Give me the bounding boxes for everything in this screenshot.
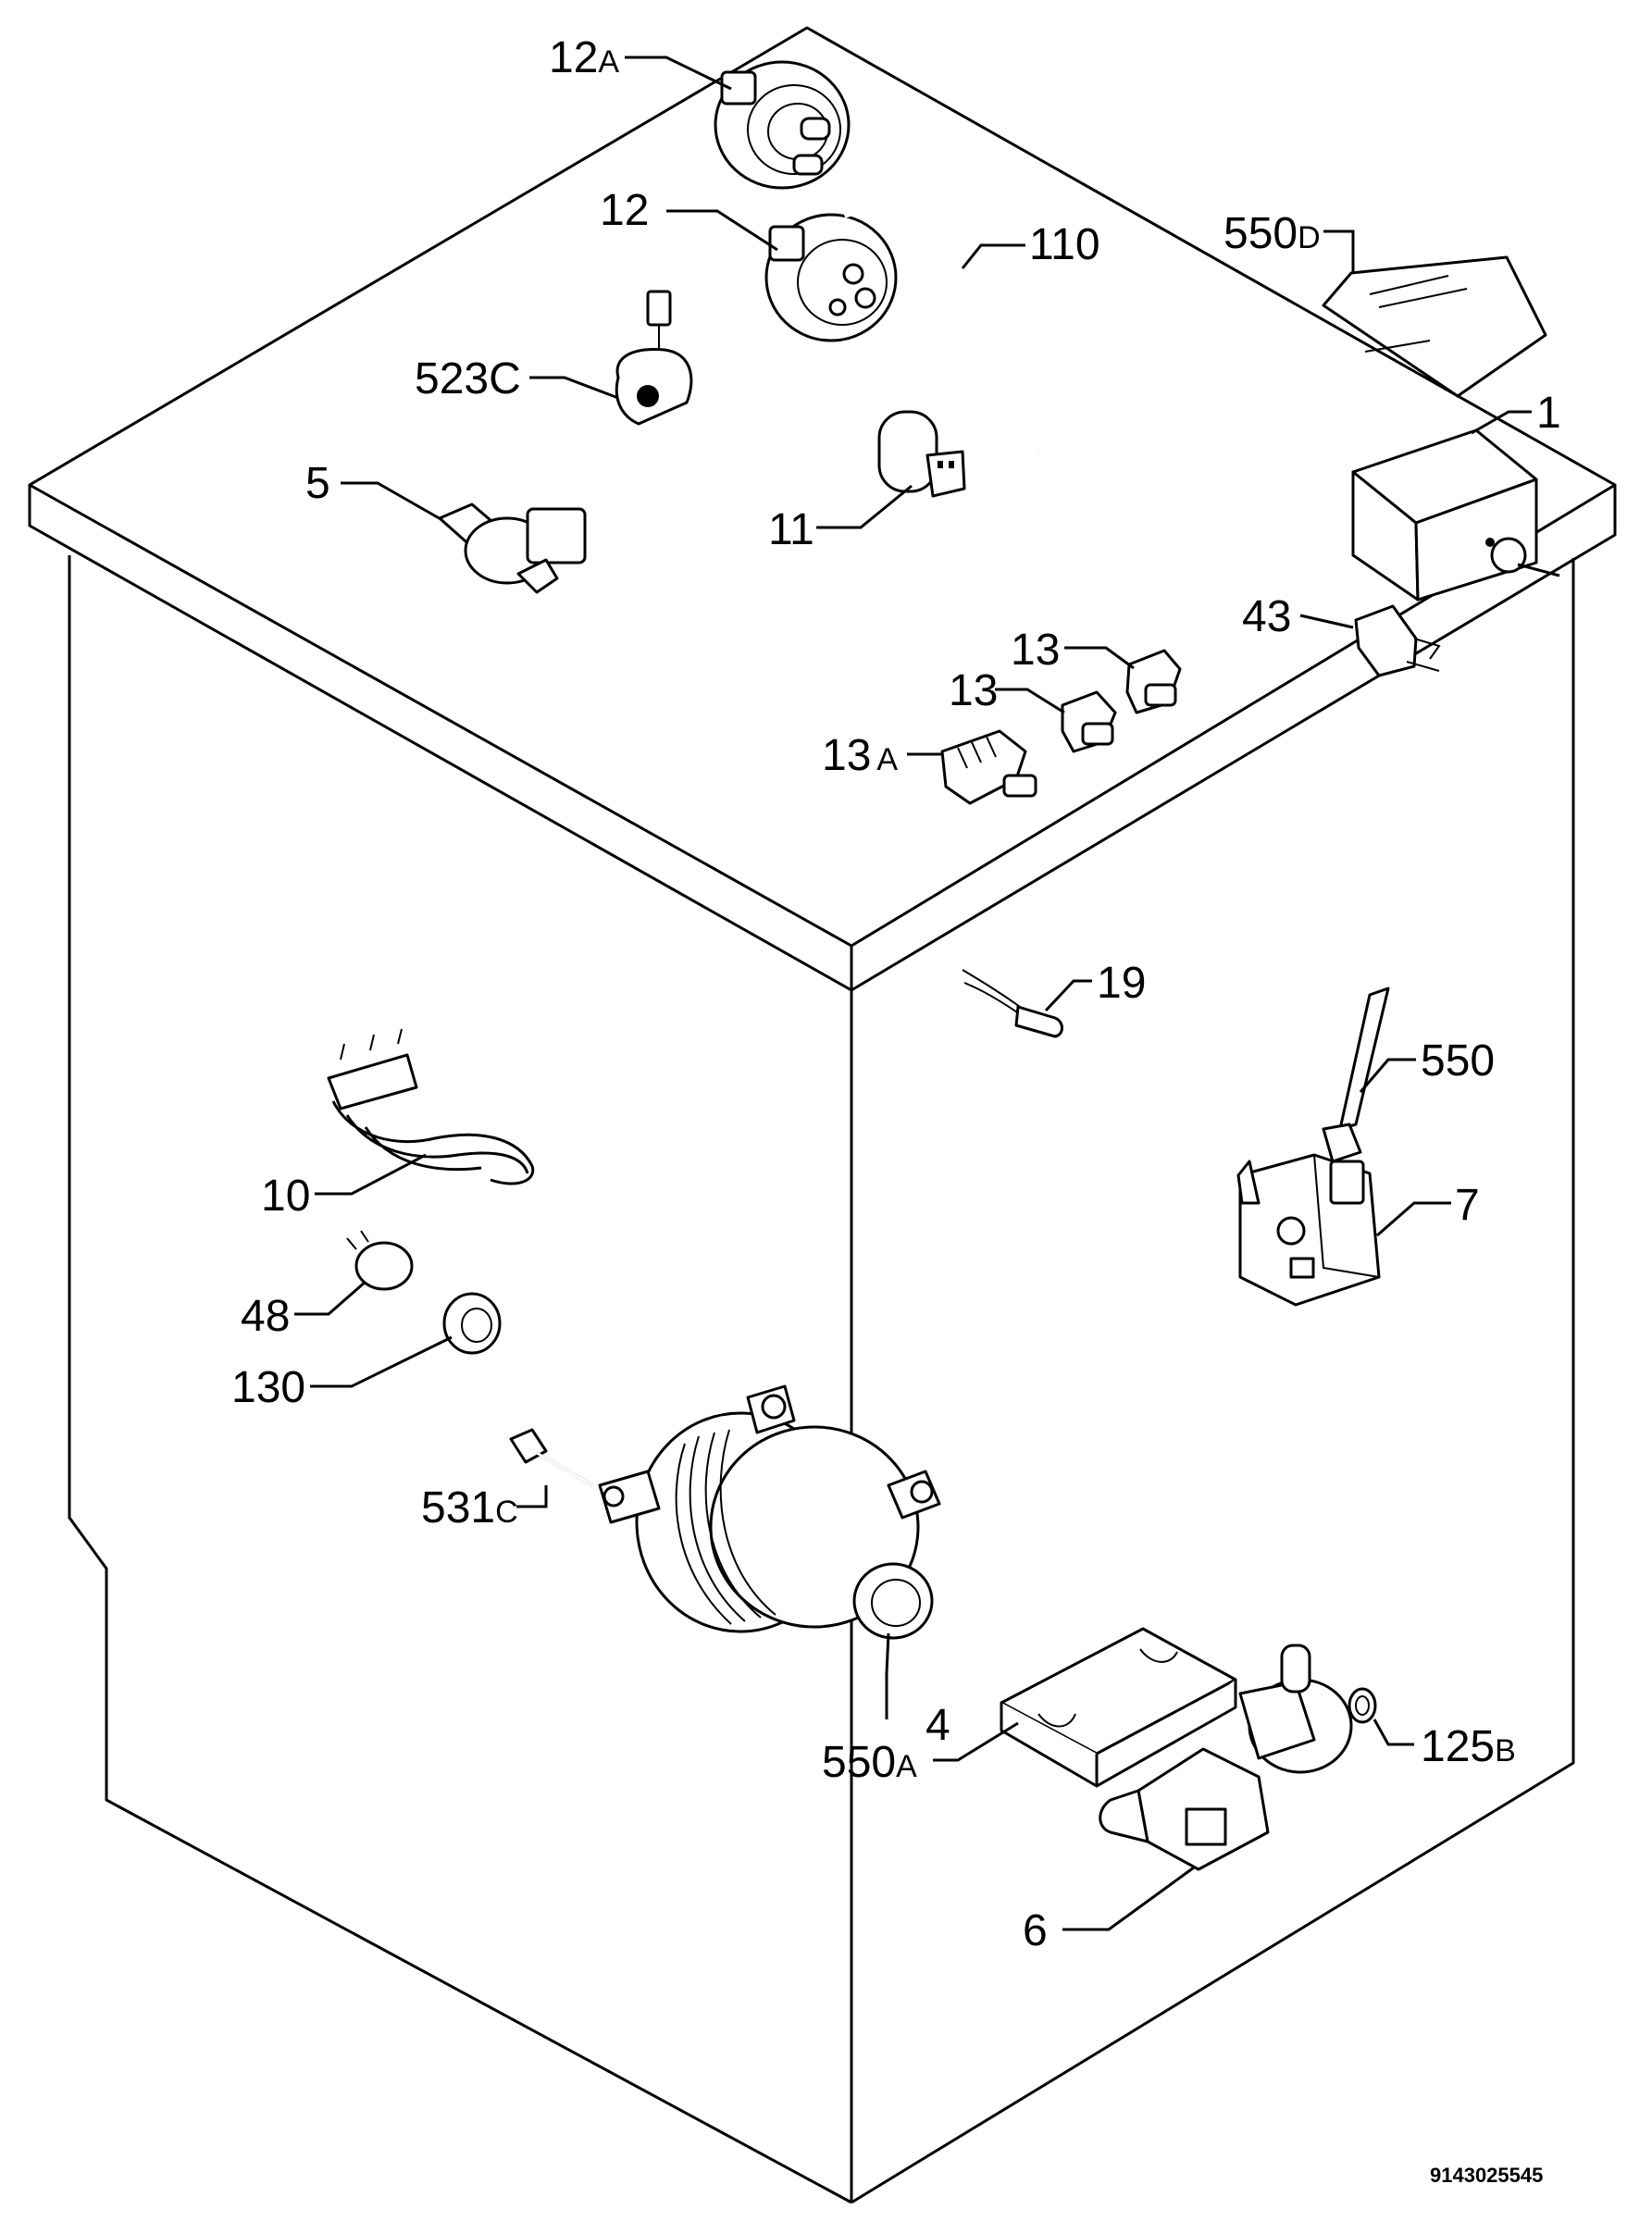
capacitor-11: [877, 410, 966, 498]
door-lock-523c: [615, 290, 693, 426]
connector-13-lower: [1061, 690, 1117, 753]
label-110: 110: [1029, 220, 1100, 269]
label-531c: 531C: [421, 1483, 518, 1532]
bolt-531c: [509, 1428, 593, 1487]
label-11: 11: [768, 505, 814, 554]
label-48: 48: [241, 1292, 290, 1341]
label-4: 4: [925, 1701, 950, 1750]
label-125b: 125B: [1421, 1722, 1516, 1771]
ntc-sensor-19: [962, 969, 1063, 1038]
pressure-switch-12a: [714, 60, 851, 190]
motor-4: [598, 1384, 941, 1640]
connector-13-upper: [1125, 649, 1182, 714]
cover-plate-550d: [1322, 255, 1547, 398]
label-5: 5: [305, 459, 330, 508]
connector-13a: [940, 729, 1037, 805]
inlet-valve-5: [438, 503, 587, 594]
heating-element-10: [327, 1028, 535, 1185]
timer-programmer-1: [1351, 428, 1560, 602]
leader-lines: [294, 56, 1532, 1931]
label-10: 10: [261, 1172, 310, 1221]
label-13-lower: 13: [949, 666, 998, 715]
label-550a: 550A: [822, 1738, 917, 1787]
thermostat-48: [346, 1230, 414, 1291]
label-7: 7: [1455, 1181, 1480, 1230]
cabinet-outline: [28, 26, 1617, 2204]
insulation-block-550a: [1000, 1627, 1237, 1788]
label-12: 12: [600, 186, 649, 235]
label-550d: 550D: [1223, 209, 1321, 258]
label-13-upper: 13: [1011, 626, 1060, 675]
label-19: 19: [1097, 959, 1146, 1008]
label-550: 550: [1421, 1036, 1495, 1086]
lever-550: [1322, 986, 1390, 1163]
switch-43: [1354, 604, 1441, 677]
label-6: 6: [1023, 1906, 1048, 1955]
door-lock-7: [1236, 1153, 1381, 1307]
pressure-switch-12: [764, 213, 898, 342]
gear-130: [442, 1292, 502, 1355]
label-130: 130: [231, 1363, 305, 1412]
drain-pump-6: [1099, 1644, 1353, 1871]
label-1: 1: [1536, 389, 1561, 438]
label-43: 43: [1242, 592, 1291, 641]
document-number: 9143025545: [1430, 2164, 1543, 2187]
hose-110: [842, 205, 1041, 457]
label-523c: 523C: [415, 354, 521, 403]
seal-ring-125b: [1348, 1687, 1377, 1724]
label-12a: 12A: [549, 33, 619, 82]
